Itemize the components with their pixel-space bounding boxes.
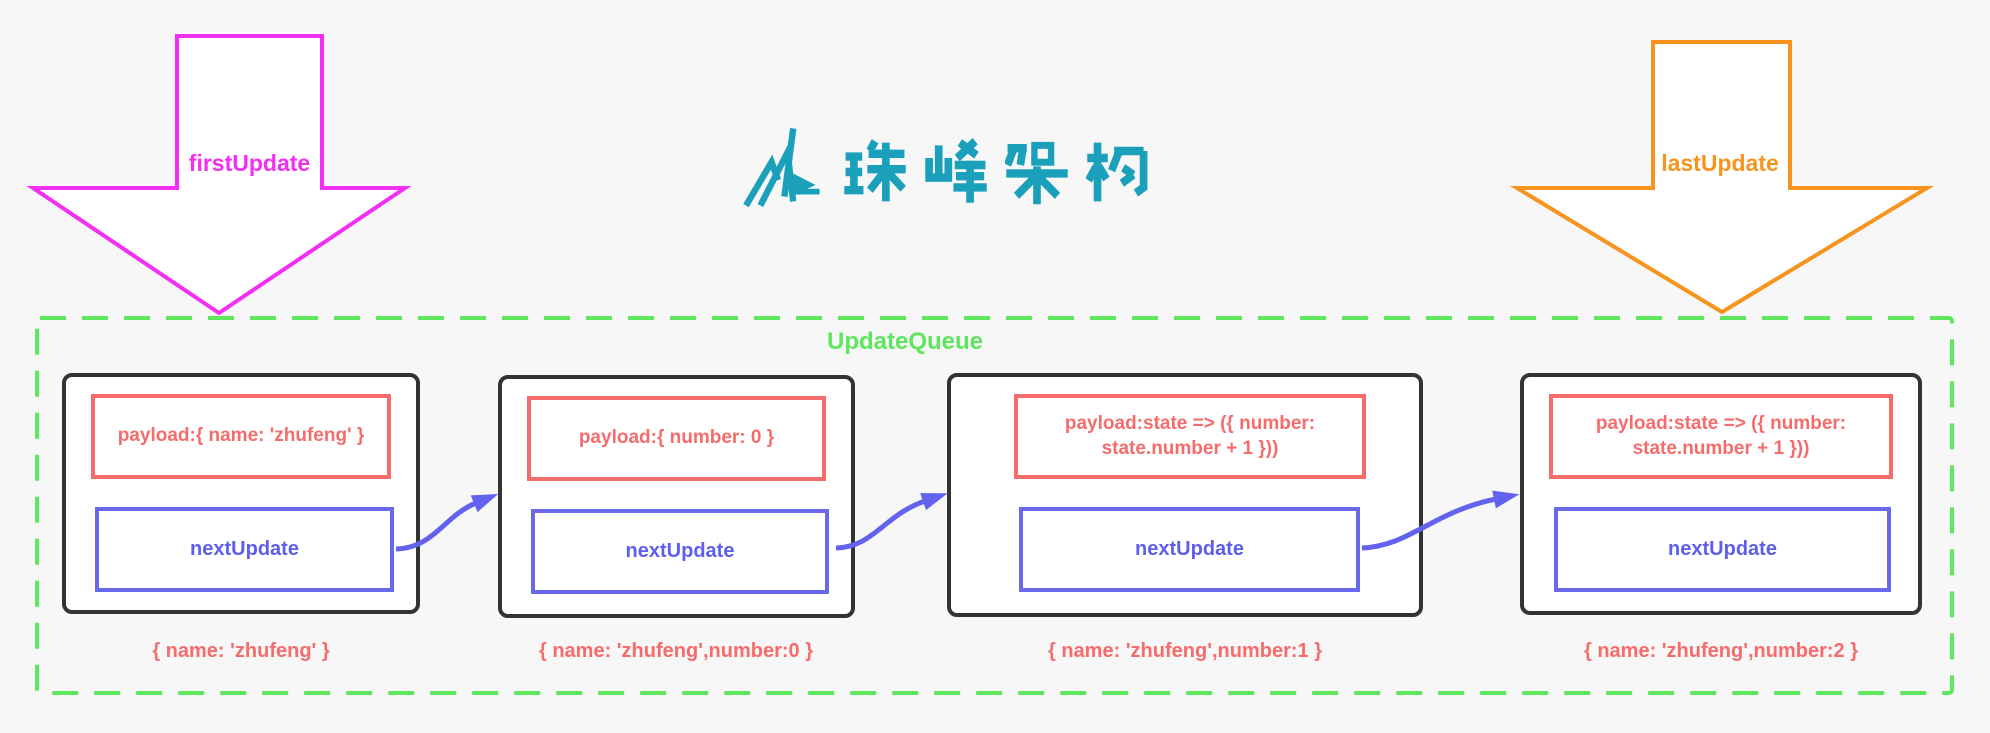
logo-glyph-feng-icon bbox=[925, 138, 987, 203]
update-node-1: payload:{ name: 'zhufeng' } nextUpdate bbox=[62, 373, 420, 614]
node-result-label: { name: 'zhufeng',number:0 } bbox=[539, 640, 813, 662]
logo-glyph-gou-icon bbox=[1086, 142, 1148, 202]
update-node-4: payload:state => ({ number: state.number… bbox=[1520, 373, 1922, 615]
node-result-label: { name: 'zhufeng',number:2 } bbox=[1584, 640, 1858, 662]
payload-box: payload:state => ({ number: state.number… bbox=[1014, 394, 1366, 479]
mountain-logo-icon bbox=[743, 128, 820, 208]
update-node-3: payload:state => ({ number: state.number… bbox=[947, 373, 1423, 617]
logo-wordmark bbox=[843, 137, 1150, 207]
payload-box: payload:{ number: 0 } bbox=[527, 396, 826, 481]
last-update-arrow-icon bbox=[1509, 40, 1935, 315]
update-queue-label: UpdateQueue bbox=[826, 328, 984, 355]
next-update-box: nextUpdate bbox=[95, 507, 394, 592]
last-update-label: lastUpdate bbox=[1661, 150, 1779, 176]
logo-glyph-zhu-icon bbox=[844, 139, 906, 202]
logo-text: 珠峰架构 bbox=[742, 208, 743, 209]
next-update-box: nextUpdate bbox=[1554, 507, 1891, 592]
next-update-box: nextUpdate bbox=[1019, 507, 1360, 592]
node-result-label: { name: 'zhufeng',number:1 } bbox=[1048, 640, 1322, 662]
next-update-box: nextUpdate bbox=[531, 509, 829, 594]
first-update-label: firstUpdate bbox=[188, 150, 311, 176]
node-result-label: { name: 'zhufeng' } bbox=[152, 640, 330, 662]
logo-glyph-jia-icon bbox=[1005, 141, 1068, 205]
brand-logo: 珠峰架构 bbox=[742, 126, 822, 208]
payload-box: payload:{ name: 'zhufeng' } bbox=[91, 394, 391, 479]
update-node-2: payload:{ number: 0 } nextUpdate bbox=[498, 375, 855, 618]
payload-box: payload:state => ({ number: state.number… bbox=[1549, 394, 1893, 479]
